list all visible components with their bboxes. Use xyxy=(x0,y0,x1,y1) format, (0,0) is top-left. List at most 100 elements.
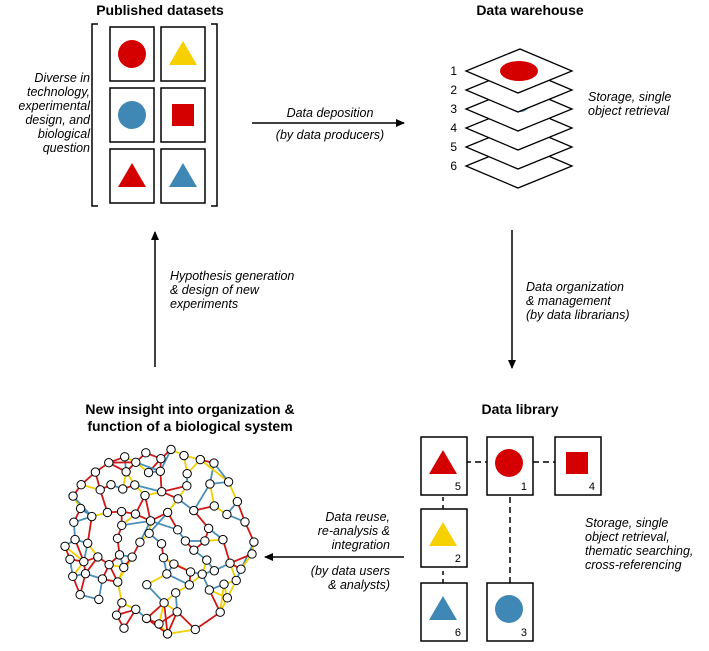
library-card-number: 3 xyxy=(521,627,527,639)
network-node xyxy=(119,562,129,573)
hypothesis-note: Hypothesis generation & design of new ex… xyxy=(170,269,340,311)
warehouse-layer-number: 2 xyxy=(450,83,457,97)
warehouse-layer-number: 3 xyxy=(450,102,457,116)
network-node xyxy=(155,466,166,476)
network-node xyxy=(156,487,167,497)
network-node xyxy=(202,555,212,565)
network-node xyxy=(222,509,232,520)
warehouse-storage-line: object retrieval xyxy=(588,104,670,118)
organization-line: Data organization xyxy=(526,280,624,294)
organization-line: & management xyxy=(526,294,611,308)
network-node xyxy=(218,534,228,545)
red-triangle-icon xyxy=(118,163,146,187)
red-triangle-icon xyxy=(429,450,457,474)
new-insight-title-line1: New insight into organization & xyxy=(85,401,295,417)
library-card-number: 5 xyxy=(455,481,461,493)
network-node xyxy=(111,610,122,620)
hypothesis-line: Hypothesis generation xyxy=(170,269,295,283)
warehouse-storage-line: Storage, single xyxy=(588,90,672,104)
network-node xyxy=(232,496,243,507)
network-node xyxy=(117,598,127,608)
network-node xyxy=(190,624,200,635)
network-node xyxy=(172,607,182,617)
network-node xyxy=(87,511,97,522)
library-storage-note: Storage, single object retrieval, themat… xyxy=(585,516,709,572)
network-node xyxy=(219,579,229,589)
hypothesis-line: & design of new xyxy=(170,283,259,297)
network-node xyxy=(130,509,141,519)
network-node xyxy=(116,506,127,517)
network-node xyxy=(180,536,191,546)
blue-circle-icon xyxy=(118,101,146,129)
network-node xyxy=(189,545,199,555)
network-node xyxy=(225,558,235,568)
network-edge xyxy=(219,584,225,613)
network-node xyxy=(69,517,79,527)
network-node xyxy=(247,549,257,559)
network-node xyxy=(93,552,103,562)
network-node xyxy=(200,536,210,546)
red-circle-icon xyxy=(118,40,146,68)
warehouse-layer-number: 5 xyxy=(450,140,457,154)
network-node xyxy=(120,452,130,462)
warehouse-layer-number: 6 xyxy=(450,159,457,173)
network-node xyxy=(236,564,246,574)
red-ellipse-icon xyxy=(500,61,538,81)
library-storage-line: Storage, single xyxy=(585,516,669,530)
network-node xyxy=(79,556,89,567)
network-node xyxy=(159,598,169,608)
red-square-icon xyxy=(566,452,588,474)
network-node xyxy=(90,467,101,477)
deposition-by-label: (by data producers) xyxy=(275,128,385,142)
library-card-number: 4 xyxy=(589,481,595,493)
network-graph xyxy=(60,444,259,639)
network-node xyxy=(222,593,233,603)
warehouse-storage-note: Storage, single object retrieval xyxy=(588,90,708,118)
diverse-line: technology, xyxy=(26,85,90,99)
network-node xyxy=(65,554,75,564)
network-node xyxy=(145,516,156,526)
published-datasets-title: Published datasets xyxy=(96,2,224,18)
network-node xyxy=(143,467,154,478)
network-node xyxy=(166,444,176,455)
network-node xyxy=(240,517,250,527)
network-node xyxy=(144,528,154,539)
network-node xyxy=(179,450,189,461)
network-node xyxy=(195,454,205,465)
network-node xyxy=(117,520,127,531)
network-node xyxy=(162,507,173,518)
network-node xyxy=(76,480,86,490)
diverse-line: design, and xyxy=(25,113,90,127)
network-node xyxy=(215,607,225,617)
network-node xyxy=(106,479,116,490)
library-card-number: 6 xyxy=(455,627,461,639)
network-node xyxy=(121,467,131,477)
red-square-icon xyxy=(172,104,194,126)
network-node xyxy=(102,507,113,518)
network-node xyxy=(70,534,80,545)
network-node xyxy=(162,569,172,579)
network-node xyxy=(82,538,93,548)
network-node xyxy=(60,541,70,551)
network-node xyxy=(172,525,183,535)
network-node xyxy=(104,559,114,570)
diverse-note: Diverse in technology, experimental desi… xyxy=(10,71,90,155)
reuse-line: integration xyxy=(331,538,390,552)
warehouse-layer-number: 1 xyxy=(450,64,457,78)
data-warehouse-title: Data warehouse xyxy=(476,2,584,18)
network-edge xyxy=(121,519,151,527)
network-node xyxy=(130,480,140,490)
network-node xyxy=(75,503,86,514)
network-node xyxy=(171,588,181,598)
network-node xyxy=(203,523,214,534)
organization-line: (by data librarians) xyxy=(526,308,630,322)
network-node xyxy=(162,629,173,639)
network-node xyxy=(182,468,192,479)
network-node xyxy=(173,494,183,504)
network-node xyxy=(189,505,199,516)
blue-triangle-icon xyxy=(429,596,457,620)
network-node xyxy=(104,457,114,468)
network-node xyxy=(131,457,141,467)
